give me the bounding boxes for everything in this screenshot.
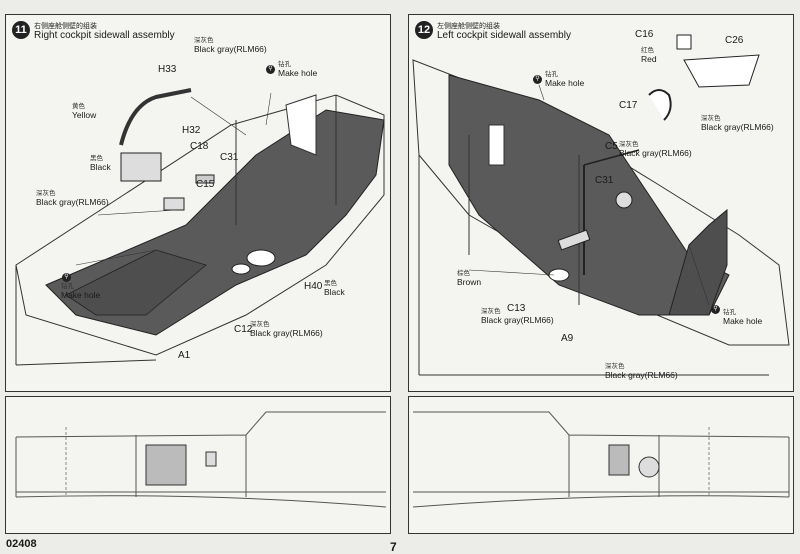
part-c16: C16 [635, 29, 654, 40]
part-c15: C15 [196, 179, 215, 190]
step-11-title: Right cockpit sidewall assembly [34, 30, 175, 41]
part-c18: C18 [190, 141, 209, 152]
part-a9: A9 [561, 333, 574, 344]
step-11-panel: 11 右侧座舱侧壁的组装 Right cockpit sidewall asse… [5, 14, 391, 392]
result-view-right [5, 396, 391, 534]
right-side-view-drawing [15, 411, 387, 508]
page-number: 7 [390, 540, 397, 554]
part-c26: C26 [725, 35, 744, 46]
drill-icon: ⚲ [62, 273, 71, 282]
part-c17: C17 [619, 100, 638, 111]
part-c5: C5 [605, 141, 618, 152]
step-12-panel: 12 左侧座舱侧壁的组装 Left cockpit sidewall assem… [408, 14, 794, 392]
part-c12: C12 [234, 324, 253, 335]
step-12-title-cn: 左侧座舱侧壁的组装 [437, 23, 500, 30]
part-h40: H40 [304, 281, 323, 292]
part-h33: H33 [158, 64, 177, 75]
result-view-left [408, 396, 794, 534]
left-side-view-drawing [412, 411, 790, 508]
left-sidewall-drawing [412, 34, 790, 376]
drill-icon: ⚲ [266, 65, 275, 74]
step-11-title-cn: 右侧座舱侧壁的组装 [34, 23, 97, 30]
drill-icon: ⚲ [711, 305, 720, 314]
kit-code: 02408 [6, 538, 37, 550]
part-c31: C31 [595, 175, 614, 186]
drill-icon: ⚲ [533, 75, 542, 84]
part-h32: H32 [182, 125, 201, 136]
right-sidewall-drawing [15, 88, 385, 366]
step-number-12: 12 [415, 21, 433, 39]
part-c31: C31 [220, 152, 239, 163]
part-c13: C13 [507, 303, 526, 314]
step-number-11: 11 [12, 21, 30, 39]
part-a1: A1 [178, 350, 191, 361]
step-12-title: Left cockpit sidewall assembly [437, 30, 571, 41]
